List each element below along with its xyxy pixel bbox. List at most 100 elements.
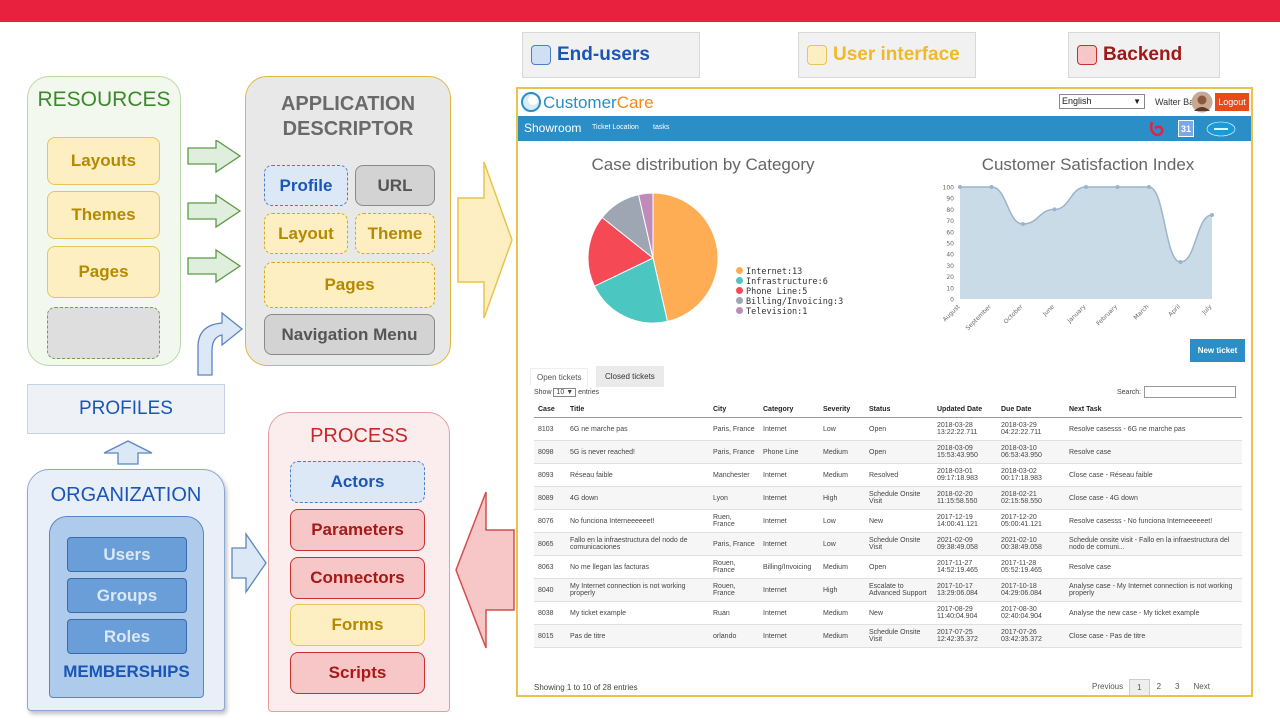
y-tick-label: 80 (946, 207, 954, 214)
cell-category: Billing/Invoicing (759, 555, 819, 579)
col-city[interactable]: City (709, 402, 759, 418)
y-tick-label: 90 (946, 196, 954, 203)
chevron-down-icon: ▼ (1133, 97, 1141, 106)
col-next-task[interactable]: Next Task (1065, 402, 1242, 418)
cell-updated: 2018-03-01 09:17:18.983 (933, 463, 997, 487)
cloud-icon[interactable] (1206, 121, 1236, 137)
big-arrow-right-icon (457, 161, 513, 319)
pagination-page-1[interactable]: 1 (1129, 679, 1150, 695)
legend-swatch-end-users (531, 45, 551, 65)
cell-case: 8076 (534, 509, 566, 533)
col-title[interactable]: Title (566, 402, 709, 418)
process-forms: Forms (290, 604, 425, 646)
cell-category: Internet (759, 509, 819, 533)
col-status[interactable]: Status (865, 402, 933, 418)
nav-tasks[interactable]: tasks (653, 124, 670, 131)
cell-title: No funciona Interneeeeeet! (566, 509, 709, 533)
x-tick-label: March (1133, 303, 1151, 321)
language-value: English (1062, 96, 1092, 106)
pie-legend-label: Billing/Invoicing:3 (746, 297, 844, 307)
pie-chart-title: Case distribution by Category (591, 155, 815, 174)
x-tick-label: February (1095, 303, 1119, 327)
entries-select[interactable]: 10 ▼ (553, 388, 577, 397)
user-name: Walter Bates (1155, 97, 1207, 107)
arrow-up-icon (103, 440, 153, 465)
col-updated-date[interactable]: Updated Date (933, 402, 997, 418)
cell-updated: 2018-02-20 11:15:58.550 (933, 486, 997, 510)
pie-slice-television (637, 192, 654, 259)
resources-title: RESOURCES (37, 88, 171, 111)
y-tick-label: 30 (946, 263, 954, 270)
pie-legend-dot (736, 307, 743, 314)
x-tick-label: January (1066, 303, 1088, 325)
organization-title: ORGANIZATION (50, 484, 202, 506)
curved-arrow-icon (197, 311, 244, 376)
cell-category: Internet (759, 417, 819, 441)
cell-updated: 2021-02-09 09:38:49.058 (933, 532, 997, 556)
cell-case: 8065 (534, 532, 566, 556)
process-scripts: Scripts (290, 652, 425, 694)
cell-updated: 2017-10-17 13:29:06.084 (933, 578, 997, 602)
calendar-icon[interactable]: 31 (1178, 120, 1194, 137)
language-select[interactable]: English ▼ (1059, 94, 1145, 109)
cell-status: Resolved (865, 463, 933, 487)
pie-legend-dot (736, 267, 743, 274)
x-tick-label: June (1041, 303, 1056, 318)
line-chart-point (1052, 207, 1057, 212)
cell-category: Phone Line (759, 440, 819, 464)
line-chart-point (1147, 185, 1151, 189)
tab-open-tickets[interactable]: Open tickets (530, 368, 589, 386)
cell-title: No me llegan las facturas (566, 555, 709, 579)
pie-chart (587, 192, 719, 324)
col-category[interactable]: Category (759, 402, 819, 418)
tab-closed-tickets[interactable]: Closed tickets (596, 366, 664, 387)
nav-showroom[interactable]: Showroom (524, 121, 582, 135)
profiles-box: PROFILES (27, 384, 225, 434)
swirl-app-icon[interactable] (1148, 119, 1166, 139)
resource-themes: Themes (47, 191, 160, 239)
col-due-date[interactable]: Due Date (997, 402, 1065, 418)
legend-user-interface: User interface (798, 32, 976, 78)
x-tick-label: August (942, 303, 962, 323)
line-chart-point (958, 185, 962, 189)
avatar[interactable] (1191, 91, 1213, 113)
cell-title: 5G is never reached! (566, 440, 709, 464)
pagination-previous[interactable]: Previous (1092, 682, 1124, 691)
pagination-next[interactable]: Next (1193, 682, 1210, 691)
pie-legend-item: Internet:13 (736, 267, 843, 277)
col-severity[interactable]: Severity (819, 402, 865, 418)
cell-due: 2017-10-18 04:29:06.084 (997, 578, 1065, 602)
line-chart-title: Customer Satisfaction Index (981, 155, 1195, 174)
arrows-resources-to-descriptor (187, 140, 242, 284)
cell-title: My Internet connection is not working pr… (566, 578, 709, 602)
pagination-page-2[interactable]: 2 (1156, 682, 1162, 691)
col-case[interactable]: Case (534, 402, 566, 418)
pagination-page-3[interactable]: 3 (1175, 682, 1180, 691)
pie-legend-label: Infrastructure:6 (746, 277, 828, 287)
cell-severity: High (819, 578, 865, 602)
legend-label-end-users: End-users (557, 44, 650, 65)
cell-severity: Medium (819, 624, 865, 648)
search-input[interactable] (1144, 386, 1236, 398)
cell-status: Open (865, 417, 933, 441)
nav-ticket-location[interactable]: Ticket Location (592, 124, 639, 131)
new-ticket-button[interactable]: New ticket (1190, 339, 1245, 362)
cell-due: 2018-02-21 02:15:58.550 (997, 486, 1065, 510)
org-users: Users (67, 537, 187, 572)
cell-city: orlando (709, 624, 759, 648)
cell-category: Internet (759, 578, 819, 602)
logout-button[interactable]: Logout (1215, 93, 1249, 111)
pie-legend-dot (736, 297, 743, 304)
